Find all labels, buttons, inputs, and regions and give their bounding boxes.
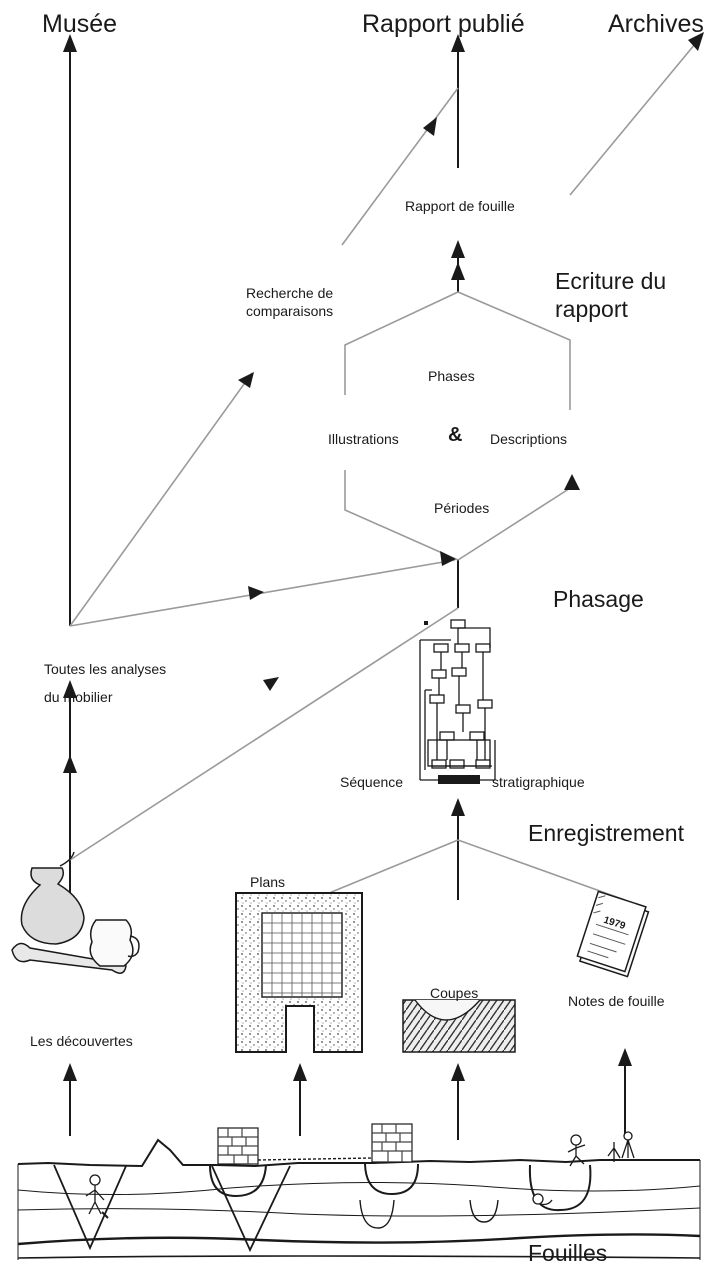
bone [11,942,127,974]
label-analyses-line2: du mobilier [44,689,113,705]
label-archives: Archives [608,10,704,38]
arrowhead-decouvertes [63,755,77,773]
arrowhead-periodes [440,551,456,566]
label-analyses-line1: Toutes les analyses [44,661,167,677]
main-arrow-shafts [69,40,626,1140]
label-musee: Musée [42,10,118,38]
plans-icon [235,892,363,1053]
excavator-figures [85,1131,635,1219]
label-sequence: Séquence [340,774,404,790]
pit-round-1 [209,1164,267,1198]
notebook-icon: 1979 [576,890,650,978]
matrix-corner-dot [424,621,428,625]
arrowhead-recherche [238,372,254,388]
excavation-section [17,1123,701,1260]
arrowhead-fouilles-2 [293,1063,307,1081]
arrowhead-report-frame [451,262,465,280]
arrowhead-archives [688,32,704,51]
arrowhead-musee [63,34,77,52]
archives-line [569,37,701,196]
arrowhead-sequence [451,798,465,816]
label-ampersand: & [448,424,463,446]
label-ecriture-line1: Ecriture du [555,268,667,294]
lower-frame-left [344,470,459,561]
wall-2 [371,1123,413,1163]
arrowhead-analyses [63,680,77,698]
thin-connectors [69,37,701,906]
label-illustrations: Illustrations [328,431,399,447]
sequence-bar [438,775,480,784]
arrowhead-fouilles-3 [451,1063,465,1081]
label-enregistrement: Enregistrement [528,820,684,846]
arrowhead-rapport-publie [451,34,465,52]
label-notes-de-fouille: Notes de fouille [568,993,665,1009]
label-rapport-de-fouille: Rapport de fouille [405,198,515,214]
label-recherche-line2: comparaisons [246,303,334,319]
decouvertes-to-phasage [69,607,459,861]
ground-surface [17,1138,700,1168]
label-stratigraphique: stratigraphique [492,774,585,790]
arrowhead-fouilles-4 [618,1048,632,1066]
label-rapport-publie: Rapport publié [362,10,525,38]
harris-matrix-icon [419,619,496,781]
label-fouilles: Fouilles [528,1240,608,1266]
pit-round-3 [528,1164,592,1212]
flask [20,867,85,945]
coupes-icon [402,999,516,1053]
arrowhead-fouilles-1 [63,1063,77,1081]
label-descriptions: Descriptions [490,431,568,447]
report-frame [344,291,459,395]
arrowhead-decouvertes-mid [263,677,279,691]
finds-icon [11,851,140,974]
analyses-to-comparaisons [69,372,253,627]
label-phasage: Phasage [553,586,644,612]
label-periodes: Périodes [434,500,490,516]
arrowhead-analyses-mid [248,586,264,600]
label-phases: Phases [428,368,475,384]
label-recherche-line1: Recherche de [246,285,334,301]
comparaisons-line [341,87,459,246]
jug [89,919,134,967]
report-frame-right [457,291,571,410]
pit-v-left [53,1164,127,1251]
arrowheads [63,32,704,1081]
arrowhead-descriptions [564,474,580,490]
arrowhead-rapport-fouille [451,240,465,258]
analyses-to-phasage [69,559,456,627]
label-ecriture-line2: rapport [555,296,628,322]
lower-frame-right [457,484,576,561]
pit-round-2 [364,1163,419,1196]
arrowhead-comparaisons [423,117,437,136]
label-plans: Plans [250,874,286,890]
label-decouvertes: Les découvertes [30,1033,133,1049]
enreg-right [457,839,626,901]
label-coupes: Coupes [430,985,479,1001]
